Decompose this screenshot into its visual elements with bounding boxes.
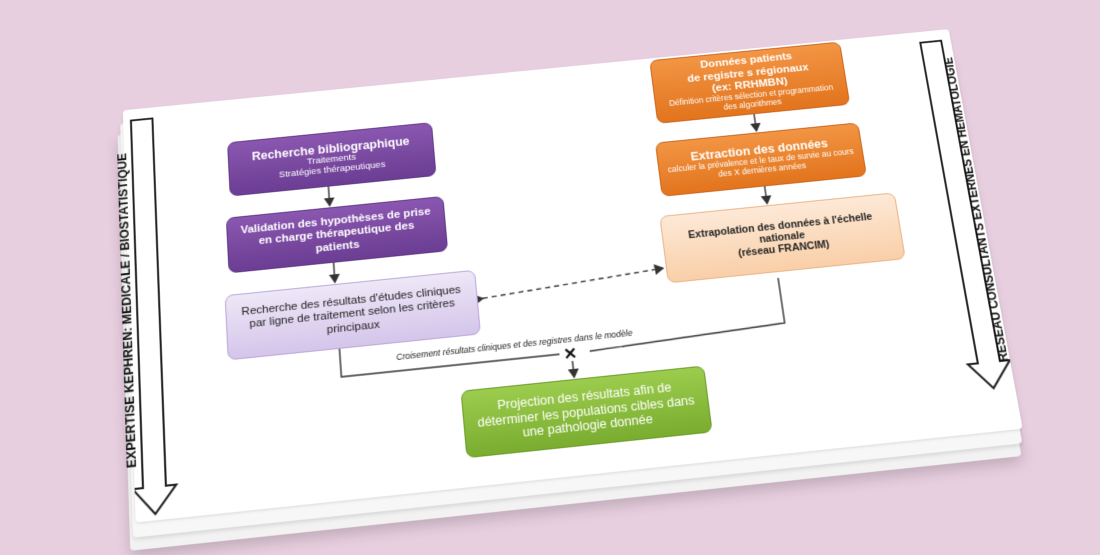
arrow-recherche-to-validation (328, 187, 329, 206)
connectors-layer (123, 29, 1023, 522)
dashed-link (482, 268, 665, 298)
paper-sheet-top: EXPERTISE KEPHREN: MEDICALE / BIOSTATIST… (123, 29, 1023, 522)
right-side-arrow (911, 40, 1015, 391)
arrow-donnees-to-extraction (754, 114, 756, 130)
arrow-validation-to-resultats (334, 263, 335, 282)
line-extrapolation-to-cross (584, 278, 786, 351)
left-side-arrow (122, 117, 178, 516)
arrow-extraction-to-extrapolation (765, 186, 767, 203)
cross-mark: ✕ (562, 345, 579, 364)
projection-text: Projection des résultats afin de détermi… (476, 380, 696, 440)
paper-stack: EXPERTISE KEPHREN: MEDICALE / BIOSTATIST… (123, 29, 1023, 522)
validation-title: Validation des hypothèses de prise en ch… (240, 206, 432, 255)
resultats-text: Recherche des résultats d'études cliniqu… (241, 284, 462, 336)
